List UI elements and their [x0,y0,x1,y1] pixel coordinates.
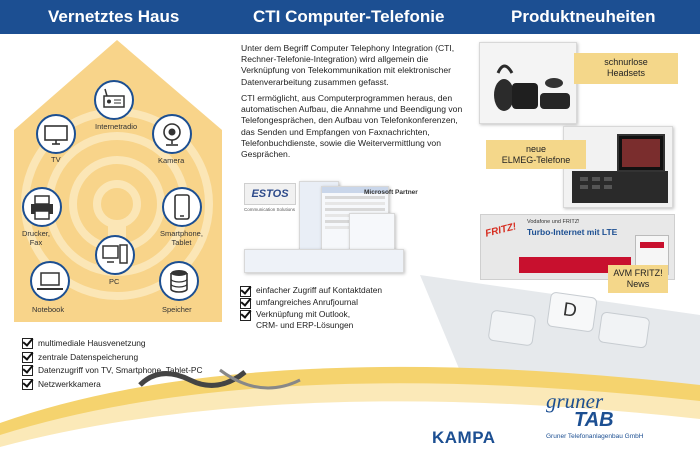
storage-icon [159,261,199,301]
headsets-image [479,42,577,124]
tv-label: TV [51,155,61,164]
fritz-ad-banner-strip [519,257,631,273]
notebook-icon [30,261,70,301]
fritz-logo: FRITZ! [484,221,518,240]
house-features-list: multimediale Hausvenetzung zentrale Date… [22,337,203,391]
radio-label: Internetradio [95,122,138,131]
title-produktneuheiten: Produktneuheiten [511,7,656,26]
tv-icon [36,114,76,154]
product-fritz-label: AVM FRITZ! News [608,265,668,293]
cti-paragraph-1: Unter dem Begriff Computer Telephony Int… [241,43,455,87]
software-screenshot [244,249,404,273]
house-feature-item: multimediale Hausvenetzung [22,337,203,351]
cti-paragraph-2: CTI ermöglicht, aus Computerprogrammen h… [241,93,463,160]
fritz-ad-small-title: Vodafone und FRITZ! [527,219,580,225]
camera-label: Kamera [158,156,185,165]
estos-logo: ESTOS Communication Solutions [244,183,296,215]
kampa-logo: KAMPA [432,428,496,447]
checkbox-icon [22,338,33,349]
checkbox-icon [22,378,33,390]
checkbox-icon [22,365,33,376]
notebook-label: Notebook [32,305,65,314]
storage-label: Speicher [162,305,192,314]
software-screenshot [349,213,395,253]
cti-features-list: einfacher Zugriff auf Kontaktdaten umfan… [240,285,382,331]
pc-label: PC [109,277,120,286]
fritz-ad-title: Turbo-Internet mit LTE [527,227,618,237]
cti-feature-item: Verknüpfung mit Outlook, CRM- und ERP-Lö… [240,309,382,331]
printer-icon [22,187,62,227]
camera-icon [152,114,192,154]
keyboard-illustration [0,275,700,471]
microsoft-partner-logo: Microsoft Partner [364,189,418,196]
house-feature-item: Datenzugriff von TV, Smartphone, Tablet-… [22,364,203,378]
pc-icon [95,235,135,275]
product-elmeg-label: neue ELMEG-Telefone [486,140,586,169]
product-headsets-label: schnurlose Headsets [574,53,678,84]
smartphone-icon [162,187,202,227]
house-feature-item: Netzwerkkamera [22,378,203,392]
smartphone-label: Smartphone, Tablet [160,229,203,247]
gruner-tab-logo: gruner TAB Gruner Telefonanlagenbau GmbH [546,389,644,441]
radio-icon [94,80,134,120]
title-cti: CTI Computer-Telefonie [253,7,445,26]
printer-label: Drucker, Fax [22,229,50,247]
checkbox-icon [240,310,251,321]
title-vernetztes-haus: Vernetztes Haus [48,7,180,26]
header-bar: Vernetztes Haus CTI Computer-Telefonie P… [0,0,700,34]
